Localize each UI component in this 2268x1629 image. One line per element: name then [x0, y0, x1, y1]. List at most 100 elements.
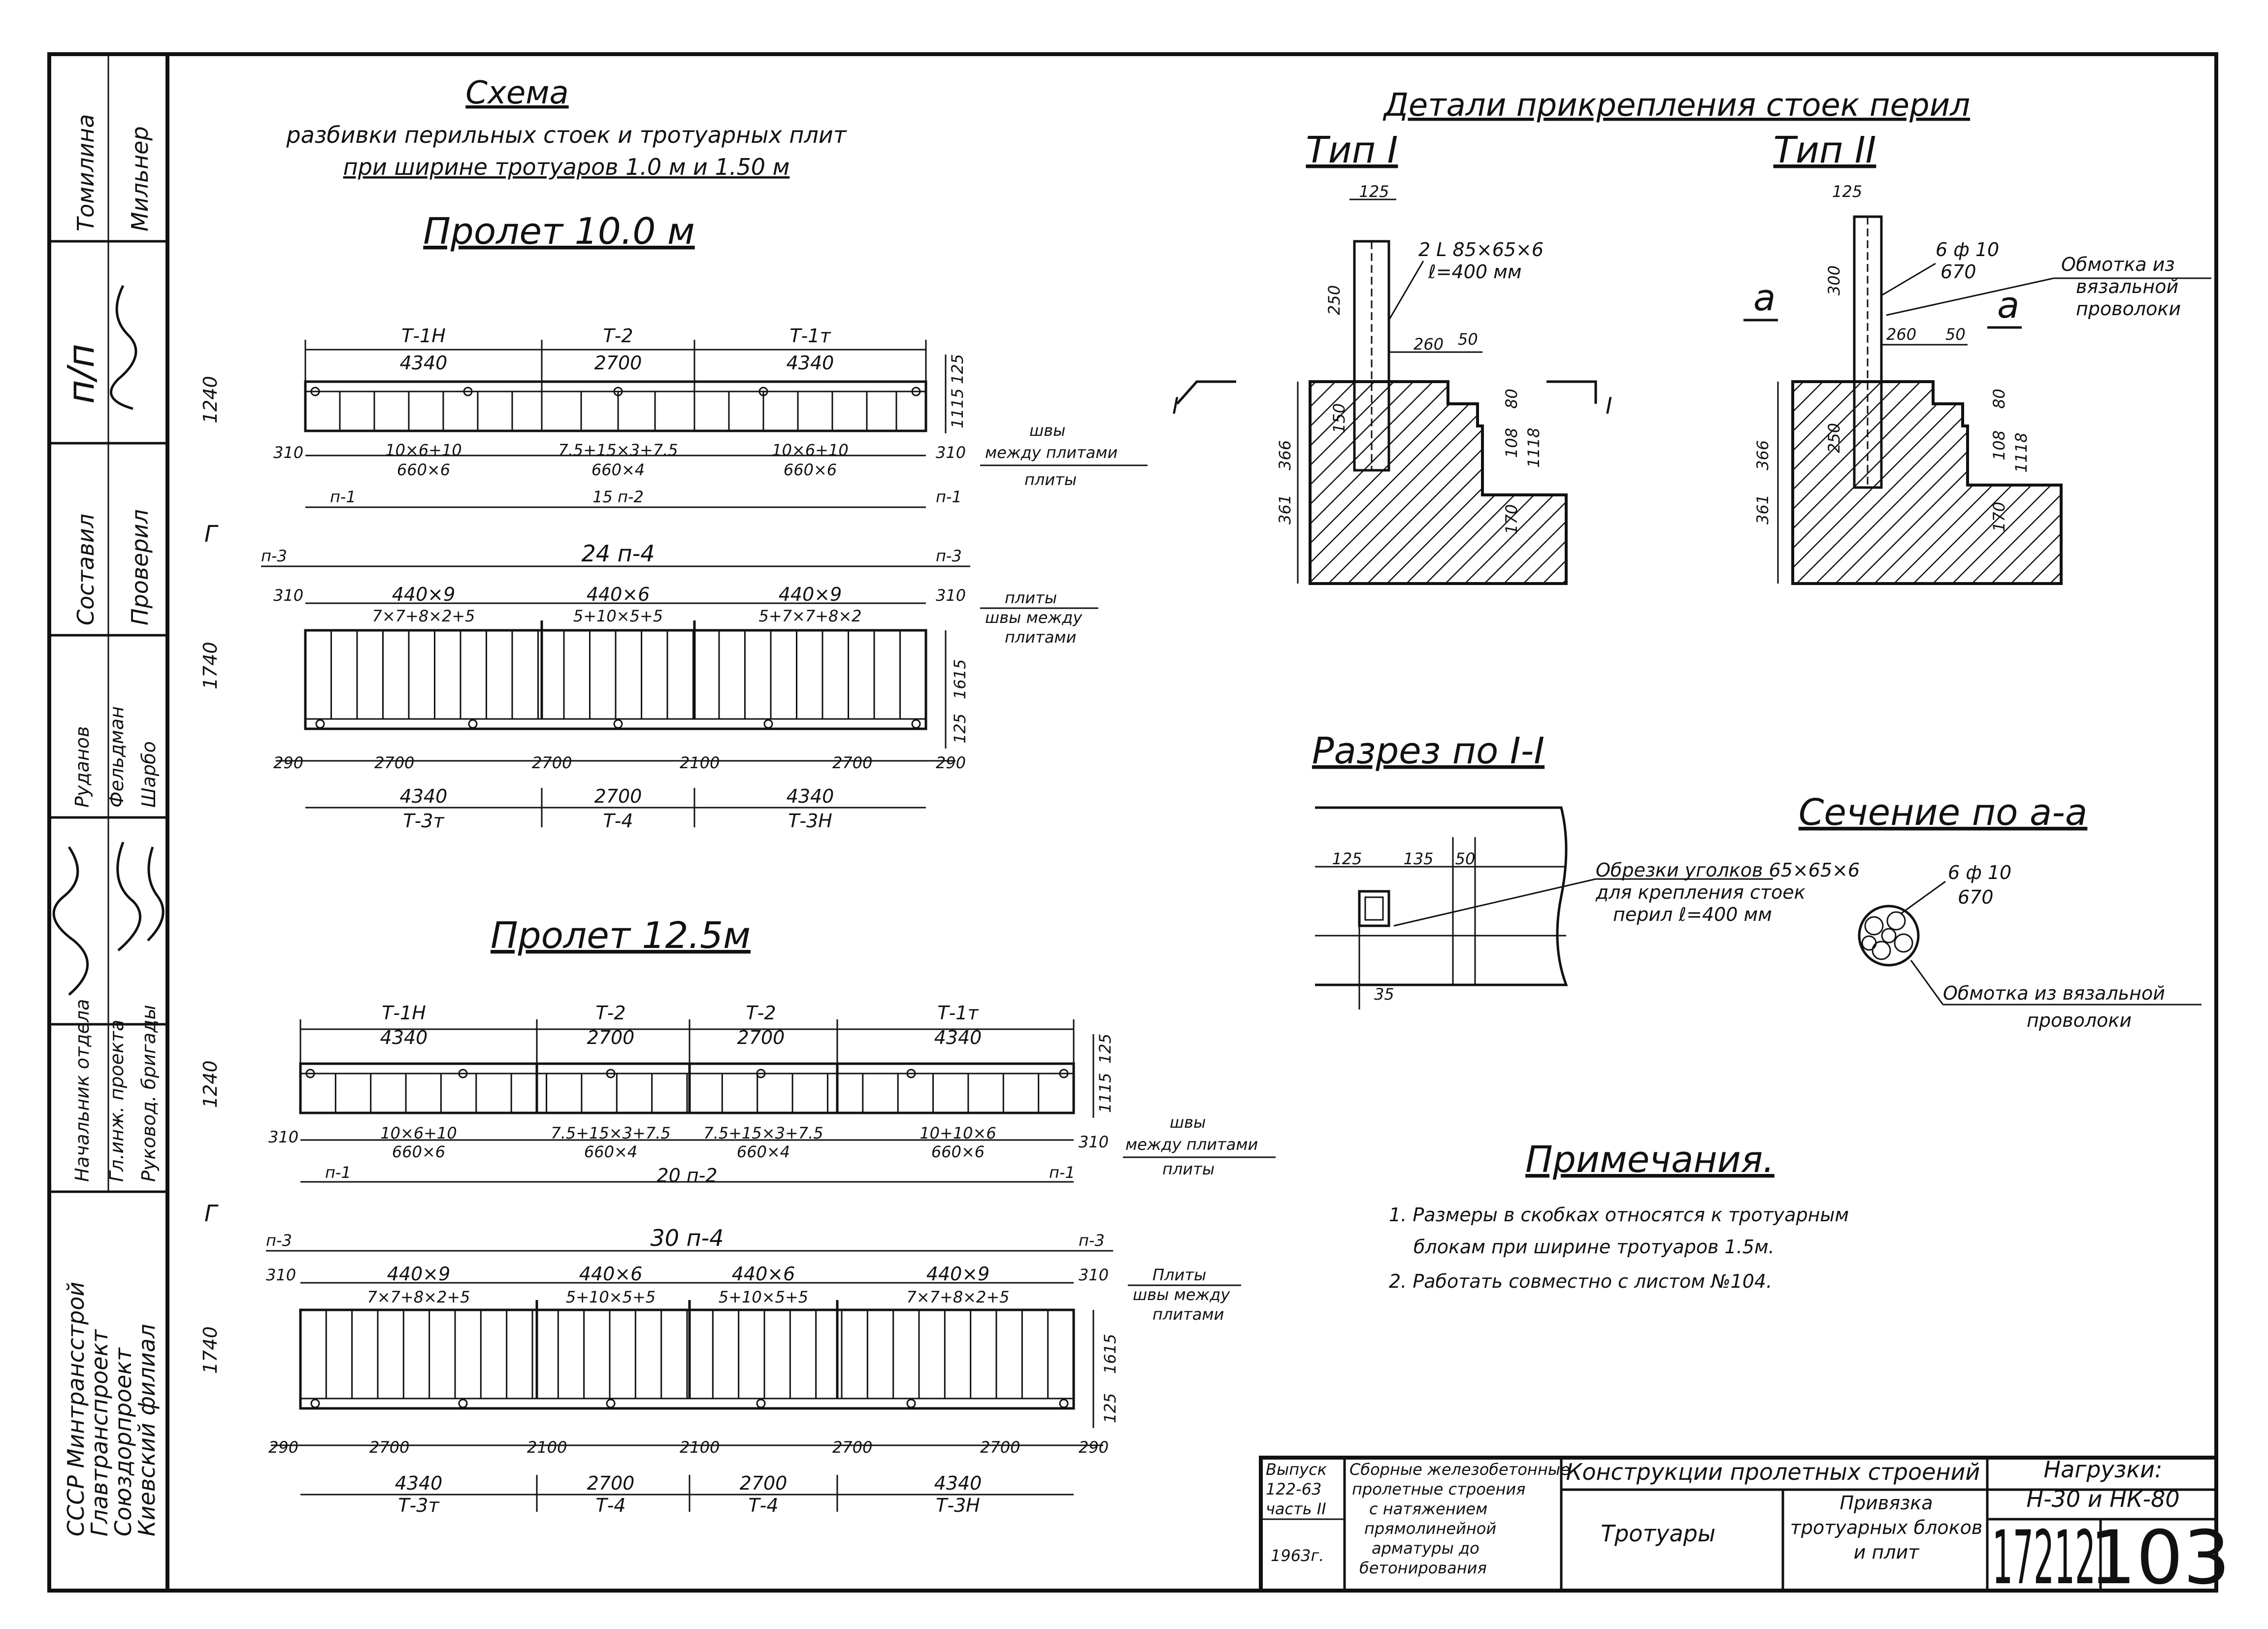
s2-310-b: 310	[1079, 1133, 1109, 1151]
note-1b: блокам при ширине тротуаров 1.5м.	[1413, 1236, 1775, 1258]
s1-d-125: 125	[1332, 849, 1362, 868]
lower-under-b: 5+10×5+5	[573, 607, 663, 625]
s2-lower-p3-b: п-3	[1079, 1231, 1105, 1250]
org-line-1: СССР Минтрансстрой	[63, 1282, 89, 1536]
s2-bot-total-b: 2700	[587, 1472, 635, 1494]
plate-15p2: 15 п-2	[592, 488, 644, 506]
lower-under-a: 7×7+8×2+5	[372, 607, 475, 625]
s1-note-1: Обрезки уголков 65×65×6	[1596, 859, 1860, 881]
s2-lower-top-c: 440×6	[732, 1263, 795, 1285]
t2-d-300: 300	[1825, 265, 1843, 295]
desc-1: Сборные железобетонные	[1349, 1460, 1570, 1479]
role-head-dept: Начальник отдела	[71, 999, 93, 1182]
s2-label-t2-b: Т-2	[746, 1002, 776, 1024]
lower-24p4: 24 п-4	[581, 540, 655, 567]
lower-p3-b: п-3	[936, 547, 962, 565]
name-rudanov: Руданов	[71, 726, 93, 808]
rebar-bundle	[1858, 905, 1920, 967]
s2-bot-total-c: 2700	[740, 1472, 788, 1494]
s2-bot-total-a: 4340	[395, 1472, 443, 1494]
signature-2	[52, 846, 89, 996]
bot-label-a: Т-3т	[403, 810, 445, 832]
seams-label-3: плиты	[1024, 470, 1077, 489]
bot-total-c: 4340	[787, 785, 834, 807]
side-mark-b: Г	[204, 1200, 219, 1227]
tb-loads-1: Нагрузки:	[2043, 1456, 2162, 1483]
t1-d-125: 125	[1359, 182, 1389, 201]
tb-subject-2: тротуарных блоков	[1790, 1517, 1983, 1538]
name-sharbo: Шарбо	[138, 741, 160, 808]
bot-total-a: 4340	[400, 785, 448, 807]
span-12-5m: Пролет 12.5м Т-1Н Т-2 Т-2 Т-1т 4340 2700…	[199, 914, 1276, 1516]
bot-dim-3: 2100	[680, 753, 720, 772]
t2-d-250: 250	[1825, 423, 1843, 453]
dim-4340-a: 4340	[400, 352, 448, 374]
section-i-i-title: Разрез по I-I	[1312, 730, 1545, 772]
t2-d-125: 125	[1832, 182, 1862, 201]
dim-1115-a: 1115	[948, 389, 967, 428]
s1-d-35: 35	[1374, 985, 1394, 1004]
s2-lower-under-c: 5+10×5+5	[719, 1288, 808, 1306]
lower-310-b: 310	[936, 586, 966, 605]
s2-under-a: 10×6+10	[380, 1124, 457, 1142]
s2-bot-label-d: Т-3Н	[936, 1495, 980, 1516]
t2-d-80: 80	[1990, 389, 2008, 409]
s2-bot-dim-1: 2700	[369, 1438, 409, 1457]
scheme-title: Схема	[465, 75, 568, 111]
tb-code: 17212	[1992, 1515, 2096, 1601]
under-b: 7.5+15×3+7.5	[558, 441, 678, 459]
scheme-subtitle: разбивки перильных стоек и тротуарных пл…	[286, 122, 847, 148]
section-a-a-title: Сечение по а-а	[1799, 791, 2088, 834]
s2-dim-d: 4340	[934, 1027, 982, 1048]
bot-290-a: 290	[273, 753, 303, 772]
s2-lower-top-b: 440×6	[579, 1263, 643, 1285]
s2-bot-label-a: Т-3т	[398, 1495, 440, 1516]
lower-310-a: 310	[273, 586, 303, 605]
plates-note-2: швы между	[985, 608, 1083, 627]
s2-lower-under-d: 7×7+8×2+5	[906, 1288, 1009, 1306]
s2-plate-p1-b: п-1	[1049, 1163, 1075, 1182]
span-12-5m-title: Пролет 12.5м	[491, 914, 751, 957]
attachment-details: Детали прикрепления стоек перил Тип I 12…	[1172, 87, 2211, 585]
t1-angle: 2 L 85×65×6	[1418, 239, 1544, 261]
s2-wrap-2: проволоки	[2027, 1010, 2132, 1031]
issue-1: Выпуск	[1266, 1460, 1327, 1479]
s2-bot-total-d: 4340	[934, 1472, 982, 1494]
cut-mark-left: I	[1172, 392, 1179, 419]
tb-header: Конструкции пролетных строений	[1566, 1459, 1980, 1485]
s2-bot-dim-4: 2700	[832, 1438, 872, 1457]
dim-1615-a: 1615	[951, 659, 969, 699]
s2-seams-1: швы	[1170, 1113, 1206, 1132]
t1-d-80: 80	[1502, 389, 1521, 409]
tb-sheet-number: 103	[2089, 1515, 2230, 1601]
s2-bot-label-b: Т-4	[595, 1495, 625, 1516]
t1-d-170: 170	[1502, 504, 1521, 534]
dim-310-a: 310	[273, 443, 303, 462]
under2-a: 660×6	[397, 460, 450, 479]
t1-d-260: 260	[1413, 335, 1444, 354]
lower-top-c: 440×9	[779, 584, 842, 605]
tb-subject-1: Привязка	[1840, 1492, 1933, 1514]
s2-plates-note-1: Плиты	[1152, 1266, 1206, 1284]
t2-wrap-1: Обмотка из	[2061, 254, 2175, 275]
t2-d-260: 260	[1886, 325, 1916, 344]
s2-lower-30p4: 30 п-4	[650, 1225, 723, 1251]
bot-label-c: Т-3Н	[788, 810, 832, 832]
s2-bot-dim-5: 2700	[980, 1438, 1020, 1457]
sect-mark-a-right: а	[1997, 284, 2019, 326]
plate-p1-b: п-1	[936, 488, 962, 506]
s2-under2-c: 660×4	[737, 1142, 790, 1161]
issue-2: 122-63	[1266, 1480, 1321, 1499]
s1-note-3: перил ℓ=400 мм	[1613, 904, 1772, 925]
t2-d-108: 108	[1990, 430, 2008, 460]
type-1-concrete	[1309, 380, 1568, 585]
under-a: 10×6+10	[385, 441, 461, 459]
label-t2: Т-2	[603, 325, 633, 347]
s2-dim-b: 2700	[587, 1027, 635, 1048]
org-line-3: Союздорпроект	[110, 1347, 136, 1536]
lower-under-c: 5+7×7+8×2	[758, 607, 861, 625]
lower-p3-a: п-3	[261, 547, 287, 565]
plates-note-1: плиты	[1005, 588, 1057, 607]
s2-rebar-len: 670	[1958, 886, 1994, 908]
